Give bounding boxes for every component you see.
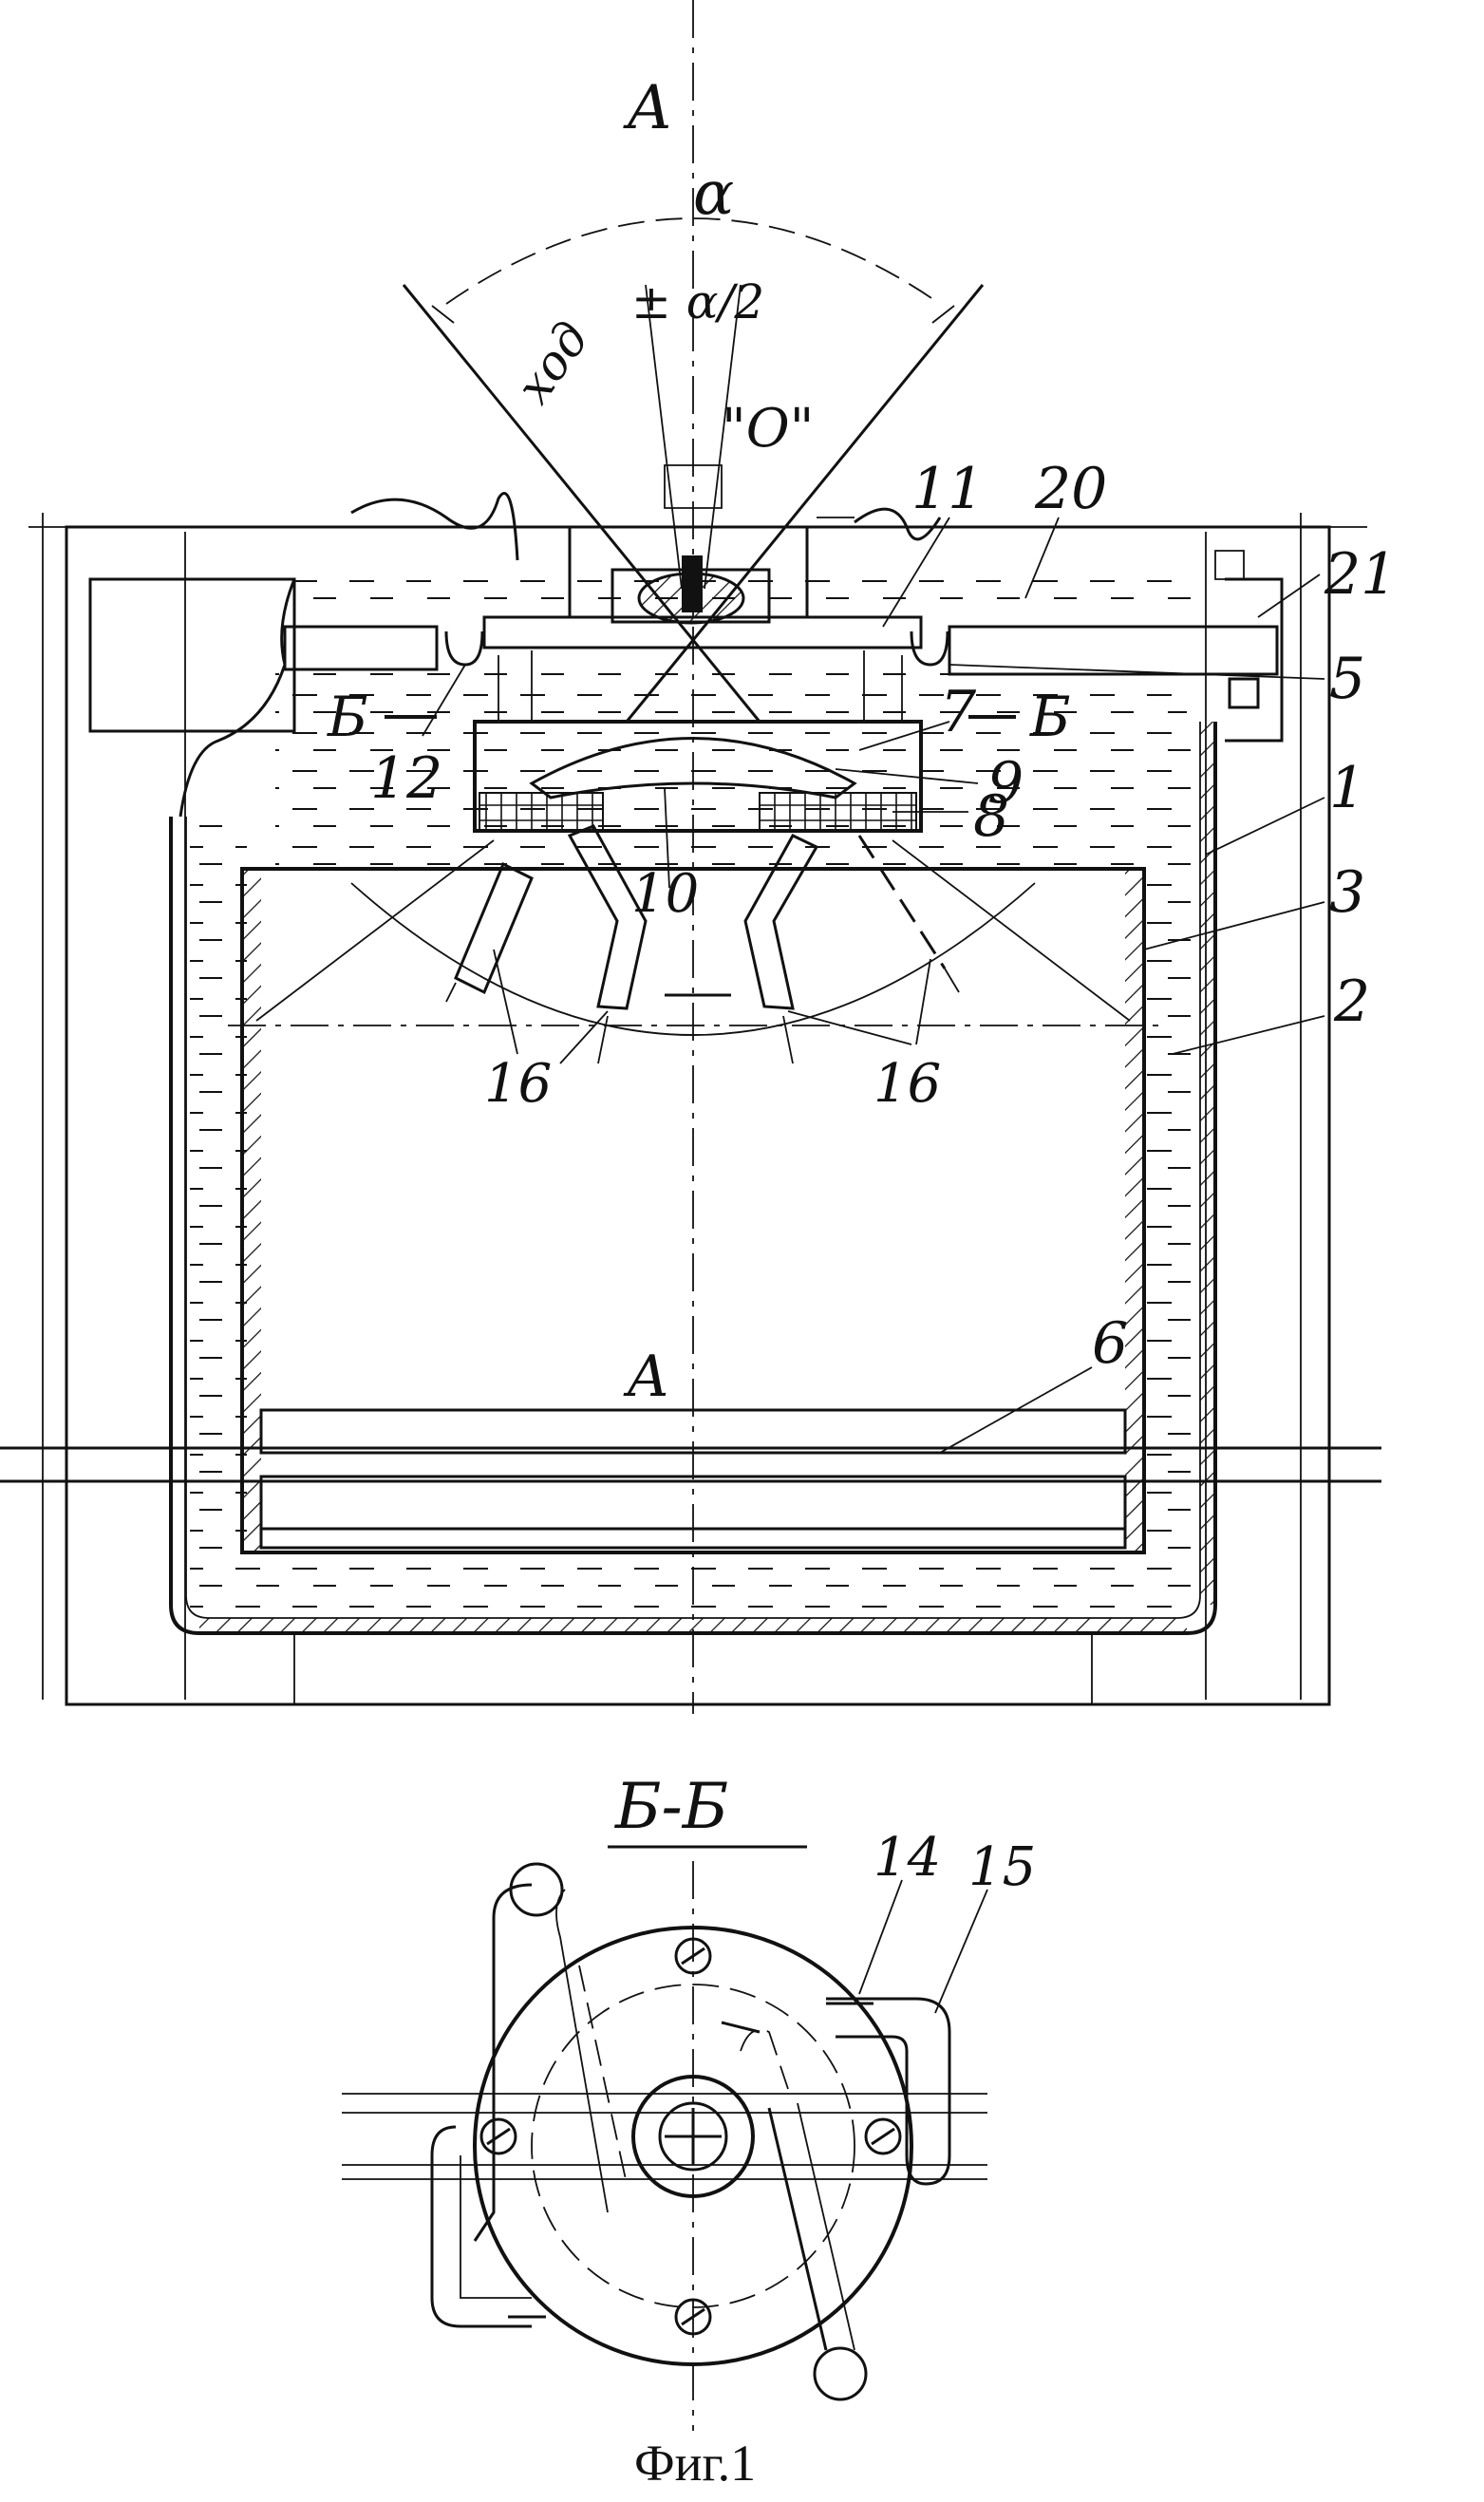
section-mark-bottom: А: [623, 1344, 669, 1410]
leader-16d: [916, 959, 930, 1044]
flow-arrow-rotation: [722, 2022, 760, 2032]
callout-3: 3: [1329, 859, 1365, 926]
pivot-pin: [682, 555, 703, 612]
callout-7: 7: [940, 679, 977, 745]
callout-6: 6: [1092, 1310, 1128, 1377]
callout-1: 1: [1329, 755, 1365, 821]
leader-21: [1258, 574, 1320, 617]
callout-14: 14: [873, 1827, 941, 1889]
callout-20: 20: [1034, 456, 1107, 522]
angle-label: α: [693, 159, 734, 229]
callout-12: 12: [370, 745, 442, 812]
liquid-jacket-left: [190, 817, 247, 1614]
callout-21: 21: [1324, 541, 1397, 608]
nozzle-end-top: [511, 1864, 562, 1915]
main-section-view: [0, 0, 1381, 1714]
lid-side-bracket: [1225, 579, 1282, 741]
leader-16a: [494, 950, 517, 1054]
vessel-wall-left: [242, 869, 261, 1552]
nozzle-pipe-right-inner: [798, 2103, 855, 2350]
section-side-mark-left: Б: [327, 685, 368, 749]
section-mark-top: А: [623, 73, 672, 143]
side-pipe-left: [432, 2127, 532, 2326]
seal-21: [1230, 679, 1258, 707]
figure-caption: Фиг.1: [634, 2435, 756, 2492]
clamp-bolt: [1215, 551, 1244, 579]
callout-labels: А А α ход ± α/2 "О" Б Б 1 2 3 5 6 7 8 9 …: [327, 73, 1397, 2492]
leader-16c: [788, 1011, 911, 1044]
callout-15: 15: [968, 1836, 1036, 1898]
leader-15: [935, 1890, 987, 2013]
nozzle-pipe-left: [475, 1885, 532, 2241]
angle-tick-left: [432, 306, 454, 323]
vessel-wall-right: [1125, 869, 1144, 1552]
callout-5: 5: [1329, 646, 1365, 712]
jet-arrow-3: [945, 969, 959, 992]
nozzle-outer-left: [456, 864, 532, 992]
callout-11: 11: [911, 456, 984, 522]
internal-channel: [579, 1966, 788, 2184]
callout-16-left: 16: [484, 1053, 552, 1115]
nozzle-end-bottom: [815, 2348, 866, 2399]
leader-1: [1206, 798, 1324, 855]
travel-label: ход: [506, 311, 600, 413]
nozzle-pipe-left-inner: [556, 1890, 608, 2212]
callout-16-right: 16: [873, 1053, 941, 1115]
guide-12: [446, 631, 482, 665]
section-view-b-b: [342, 1847, 987, 2431]
section-side-mark-right: Б: [1029, 685, 1071, 749]
magnet-row-left: [479, 793, 603, 831]
section-title: Б-Б: [613, 1770, 728, 1843]
half-angle-label: ± α/2: [631, 274, 764, 329]
nozzle-pipe-right: [769, 2108, 826, 2350]
lid-plate-left: [285, 627, 437, 669]
bolt-right: [866, 2119, 900, 2154]
half-angle-ray-left: [646, 285, 682, 589]
liquid-bottom-zone: [218, 1557, 1177, 1614]
callout-2: 2: [1333, 969, 1370, 1035]
bolt-left: [481, 2119, 516, 2154]
callout-10: 10: [631, 863, 699, 925]
zero-label: "О": [722, 398, 814, 460]
leader-14: [859, 1880, 902, 1994]
casing-hatch-bottom: [199, 1618, 1187, 1633]
side-pipe-left-inner: [460, 2155, 532, 2298]
angle-tick-right: [932, 306, 954, 323]
callout-9: 9: [987, 750, 1024, 817]
jet-arrow-4: [446, 983, 456, 1002]
